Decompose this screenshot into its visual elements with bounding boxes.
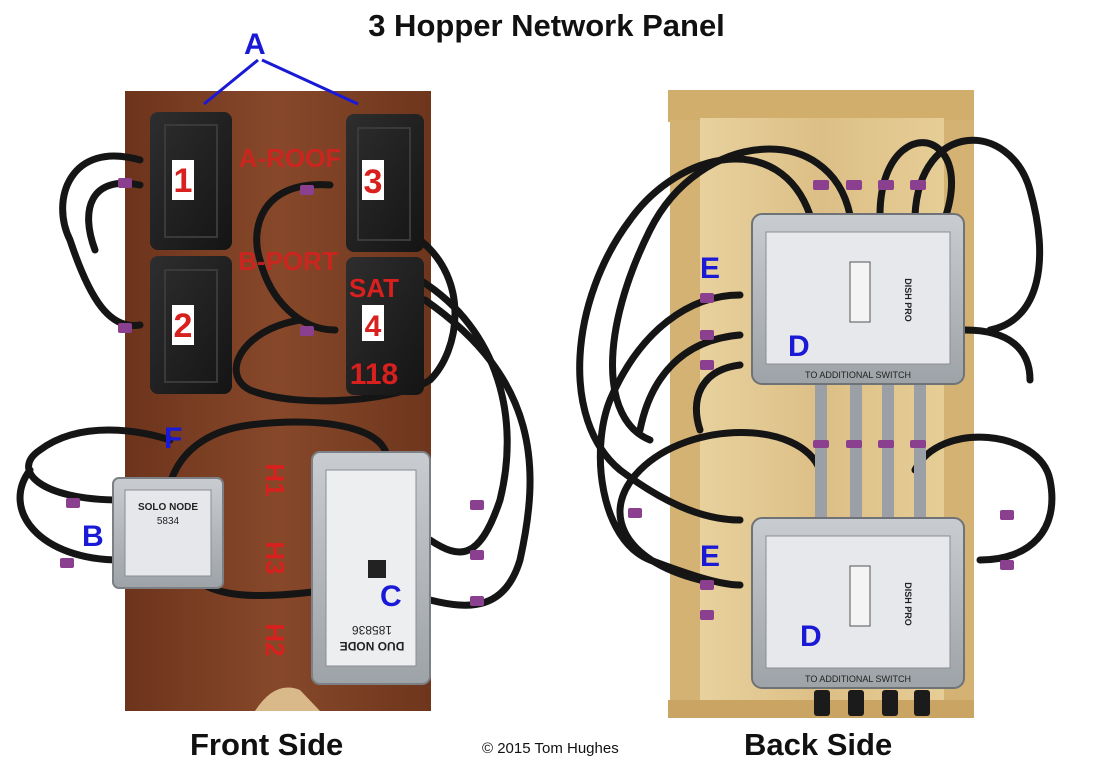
multiswitch-d-bottom: TO ADDITIONAL SWITCH DISH PRO — [751, 517, 965, 689]
additional-switch-label-bottom: TO ADDITIONAL SWITCH — [805, 674, 911, 684]
switch-box-3: 3 — [346, 114, 424, 252]
callout-d-top: D — [788, 330, 810, 363]
switch-box-2: 2 — [150, 256, 232, 394]
h1-label: H1 — [260, 463, 290, 496]
page-title: 3 Hopper Network Panel — [368, 8, 725, 43]
copyright-text: © 2015 Tom Hughes — [482, 740, 619, 757]
box-number-4: 4 — [365, 310, 382, 343]
solo-node-label: SOLO NODE — [138, 502, 198, 513]
duo-node-device: DUO NODE 185836 — [311, 451, 431, 685]
duo-node-number: 185836 — [352, 623, 392, 637]
box-number-3: 3 — [364, 163, 383, 201]
back-side-caption: Back Side — [744, 727, 893, 762]
sat-118-label: 118 — [350, 358, 398, 391]
additional-switch-label-top: TO ADDITIONAL SWITCH — [805, 370, 911, 380]
callout-a-pointers — [203, 58, 359, 106]
h3-label: H3 — [260, 541, 290, 574]
box-number-1: 1 — [174, 162, 193, 200]
sat-label: SAT — [349, 273, 399, 303]
duo-node-label: DUO NODE — [340, 639, 405, 653]
solo-node-number: 5834 — [157, 516, 180, 527]
solo-node-device: SOLO NODE 5834 — [112, 477, 224, 589]
b-port-label: B-PORT — [238, 246, 338, 276]
callout-e-bottom: E — [700, 540, 721, 573]
front-side-caption: Front Side — [190, 727, 344, 762]
h2-label: H2 — [260, 623, 290, 656]
dish-pro-label-bottom: DISH PRO — [903, 582, 913, 626]
switch-box-4: SAT 4 118 — [346, 257, 424, 395]
callout-a: A — [244, 28, 266, 61]
callout-d-bottom: D — [800, 620, 822, 653]
a-roof-label: A-ROOF — [239, 143, 342, 173]
multiswitch-d-top: TO ADDITIONAL SWITCH DISH PRO — [751, 213, 965, 385]
callout-e-top: E — [700, 252, 721, 285]
dish-pro-label-top: DISH PRO — [903, 278, 913, 322]
back-cables — [576, 136, 1056, 589]
jumper-connectors — [628, 180, 1014, 716]
callout-c: C — [380, 580, 402, 613]
switch-box-1: 1 — [150, 112, 232, 250]
box-number-2: 2 — [174, 307, 193, 345]
callout-b: B — [82, 520, 104, 553]
front-connectors — [60, 178, 484, 606]
callout-f: F — [164, 422, 183, 455]
